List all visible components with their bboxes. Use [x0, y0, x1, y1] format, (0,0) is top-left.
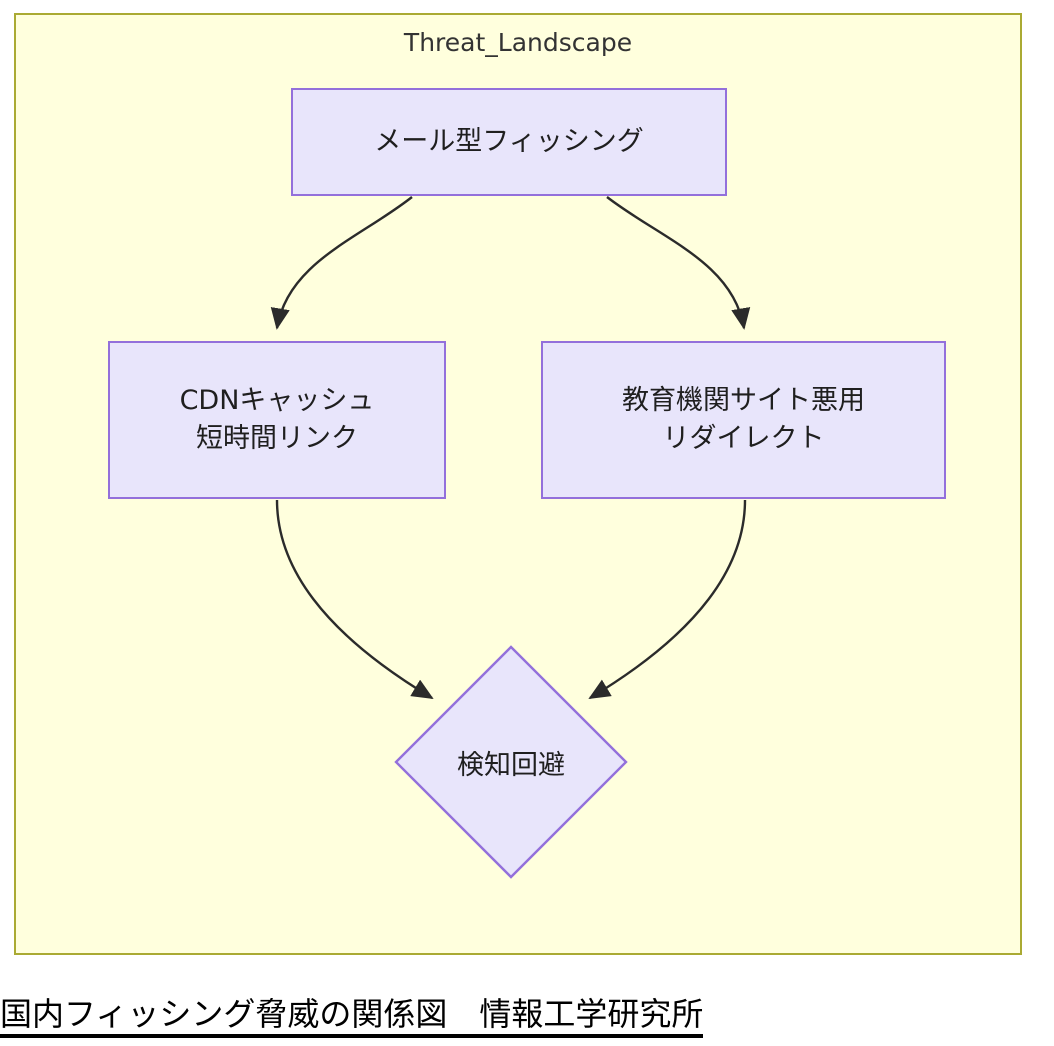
- node-label: メール型フィッシング: [374, 125, 644, 157]
- node-label: 検知回避: [457, 749, 565, 781]
- subgraph-title: Threat_Landscape: [403, 28, 633, 57]
- node-label: 教育機関サイト悪用 リダイレクト: [622, 384, 865, 454]
- node-mail-phishing[interactable]: メール型フィッシング: [291, 88, 727, 196]
- node-edu-site-abuse[interactable]: 教育機関サイト悪用 リダイレクト: [541, 341, 946, 499]
- node-detection-evasion[interactable]: 検知回避: [394, 645, 628, 879]
- diamond-shape: [394, 645, 628, 879]
- figure-caption: 国内フィッシング脅威の関係図 情報工学研究所: [0, 996, 704, 1038]
- node-cdn-cache[interactable]: CDNキャッシュ 短時間リンク: [108, 341, 446, 499]
- node-label: CDNキャッシュ 短時間リンク: [179, 384, 375, 454]
